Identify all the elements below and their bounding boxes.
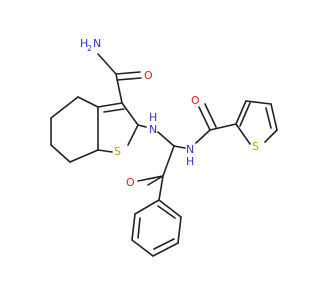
thienyl-s-label: S: [252, 140, 259, 153]
carbonyl-o-label: O: [191, 94, 200, 107]
bond: [198, 106, 211, 131]
atom-labels: H 2 N O S H N N H O O S: [80, 37, 259, 189]
bond: [134, 199, 160, 215]
bond: [239, 102, 251, 127]
bond: [209, 123, 237, 131]
bond: [235, 100, 247, 125]
bond: [147, 175, 164, 180]
bond: [127, 124, 139, 146]
bond: [77, 96, 99, 108]
bond: [97, 102, 123, 108]
bond: [153, 238, 175, 250]
bond: [115, 73, 123, 104]
amide-o-label: O: [144, 69, 153, 82]
amide-h2-subscript: 2: [87, 44, 92, 53]
bond: [97, 53, 117, 75]
bond: [270, 103, 278, 131]
bond: [50, 144, 71, 163]
bond: [50, 96, 79, 119]
bond: [116, 77, 142, 81]
chemical-structure-diagram: H 2 N O S H N N H O O S: [50, 37, 278, 257]
bond: [115, 71, 141, 75]
ketone-o-label: O: [126, 176, 135, 189]
thiophene-s-label: S: [114, 145, 121, 158]
amide-nh-n-label: N: [186, 143, 194, 156]
bond: [69, 149, 99, 163]
bond: [137, 124, 147, 128]
bond: [137, 217, 141, 239]
amide-nh-h-label: H: [186, 155, 194, 168]
bond: [235, 123, 251, 145]
bond: [162, 145, 175, 177]
bond: [158, 175, 164, 201]
nh-h-label: H: [149, 111, 157, 124]
bond: [147, 175, 164, 186]
bond: [152, 242, 179, 257]
bond: [131, 239, 154, 257]
bond: [204, 103, 217, 128]
bond: [103, 108, 125, 113]
bond: [195, 129, 211, 144]
bond: [157, 205, 176, 219]
bond: [173, 145, 186, 149]
bond: [264, 129, 278, 143]
bond: [265, 107, 272, 129]
bond: [177, 216, 182, 244]
bond: [158, 199, 182, 218]
bond: [121, 102, 139, 126]
nh-n-label: N: [149, 123, 157, 136]
bond: [245, 100, 272, 105]
bond: [157, 131, 175, 147]
amide-h2-label: H: [80, 37, 88, 50]
bond: [97, 149, 113, 153]
bond: [131, 213, 136, 241]
bonds: [50, 53, 278, 257]
amide-n-label: N: [93, 37, 101, 50]
